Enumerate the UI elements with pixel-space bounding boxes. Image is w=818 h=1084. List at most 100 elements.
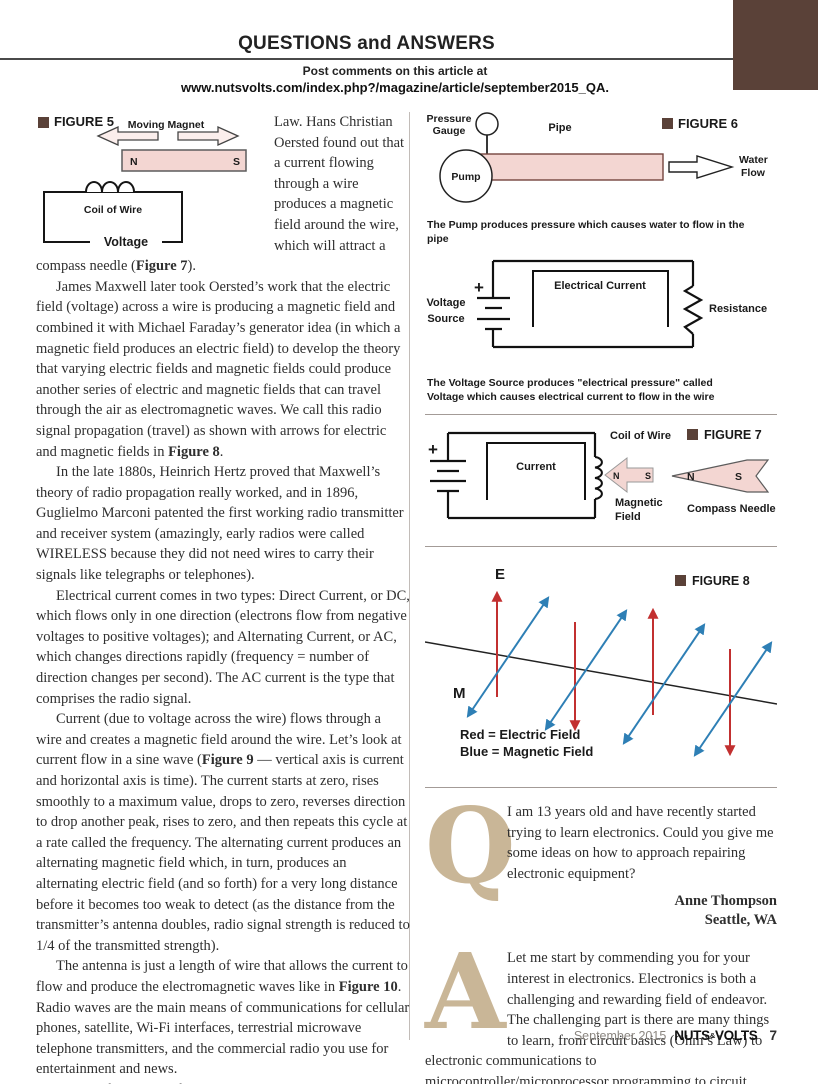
figure-6: FIGURE 6 Pressure Gauge Pipe Pump Water … — [425, 110, 777, 246]
e-axis-label: E — [495, 566, 505, 583]
question-location: Seattle, WA — [704, 912, 777, 929]
header-rule — [0, 58, 733, 60]
circuit-wires — [430, 431, 597, 520]
water-label: Water — [739, 154, 768, 166]
needle-s-label: S — [735, 471, 742, 483]
pump-label: Pump — [451, 171, 480, 183]
compass-needle-shape — [671, 459, 770, 493]
gauge-label: Gauge — [433, 125, 466, 137]
pipe-label: Pipe — [548, 122, 571, 134]
issue-date: September 2015 — [573, 1029, 667, 1043]
separator-rule — [425, 414, 777, 415]
figure-6-label: FIGURE 6 — [662, 116, 738, 131]
magnet-s-label: S — [233, 156, 240, 168]
compass-needle-label: Compass Needle — [687, 503, 776, 515]
nuts-volts-logo: NUTS&VOLTS — [674, 1028, 758, 1043]
pressure-gauge-circle — [475, 112, 499, 136]
arrow-s-label: S — [645, 471, 651, 481]
propagation-axis — [424, 641, 778, 705]
voltage-label-mask — [90, 234, 162, 249]
figure-5: FIGURE 5 Moving Magnet N S Coil of Wire … — [36, 112, 268, 252]
field-label: Field — [615, 511, 641, 523]
question-text: I am 13 years old and have recently star… — [507, 804, 774, 882]
pump-circle — [439, 149, 493, 203]
needle-n-label: N — [687, 471, 695, 483]
answer-drop-cap: A — [425, 930, 506, 1054]
water-flow-arrow-icon — [668, 155, 735, 179]
legend-blue: Blue = Magnetic Field — [460, 744, 593, 759]
post-comments-line: Post comments on this article at — [302, 64, 488, 78]
left-column: FIGURE 5 Moving Magnet N S Coil of Wire … — [36, 112, 410, 1084]
resistor-zigzag — [682, 285, 704, 335]
body-paragraph: In the late 1880s, Heinrich Hertz proved… — [36, 464, 404, 584]
right-arrow-icon — [177, 125, 240, 147]
figure-5-label: FIGURE 5 — [38, 112, 114, 133]
magnet-bar — [121, 149, 247, 172]
question-author: Anne Thompson — [674, 893, 777, 910]
figure-6-diagram: Pressure Gauge Pipe Pump Water Flow — [427, 112, 768, 203]
figure-7-diagram: + Current Coil of Wire FIGURE 7 N S Magn… — [428, 428, 776, 523]
magnetic-label: Magnetic — [615, 497, 663, 509]
body-paragraph: I have left out a lot of details regardi… — [36, 1080, 410, 1084]
figure-7-label-text: FIGURE 7 — [704, 428, 762, 442]
answer-text: Let me start by commending you for your … — [425, 950, 770, 1084]
body-paragraph: Electrical current comes in two types: D… — [36, 587, 410, 707]
arrow-n-label: N — [613, 471, 620, 481]
figure-square-icon — [38, 116, 49, 128]
pipe-rect — [462, 153, 664, 181]
m-axis-label: M — [453, 685, 466, 702]
moving-magnet-label: Moving Magnet — [128, 119, 205, 131]
figure-5-label-text: FIGURE 5 — [54, 114, 114, 129]
corner-brown-block — [733, 0, 818, 90]
voltage-label: Voltage — [104, 235, 148, 249]
figure-5-diagram: Moving Magnet N S Coil of Wire Voltage — [43, 119, 247, 249]
current-loop — [486, 442, 586, 500]
voltage-label: Voltage — [427, 297, 466, 309]
voltage-circuit-diagram: + Voltage Source Electrical Current Resi… — [427, 259, 767, 349]
circuit-caption: The Voltage Source produces "electrical … — [427, 377, 715, 403]
separator-rule — [425, 546, 777, 547]
coil-bumps — [85, 181, 135, 193]
resistance-label: Resistance — [709, 303, 767, 315]
body-paragraph: Law. Hans Christian Oersted found out th… — [36, 114, 405, 275]
right-column: FIGURE 6 Pressure Gauge Pipe Pump Water … — [424, 110, 778, 1084]
coil-of-wire-label: Coil of Wire — [610, 430, 671, 442]
flow-label: Flow — [741, 167, 766, 179]
left-arrow-icon — [96, 125, 159, 147]
question-block: Q I am 13 years old and have recently st… — [425, 784, 777, 930]
logo-ampersand: & — [709, 1031, 715, 1040]
figure-8-diagram: E FIGURE 8 M Red = Electric Field Blue =… — [424, 566, 778, 759]
body-paragraph: Current (due to voltage across the wire)… — [36, 711, 410, 954]
battery-plus-sign: + — [428, 440, 438, 459]
figure-square-icon — [687, 429, 698, 440]
figure-square-icon — [662, 118, 673, 129]
electrical-current-label: Electrical Current — [554, 280, 646, 292]
page-number: 7 — [769, 1028, 777, 1043]
question-drop-cap: Q — [425, 784, 516, 907]
coil-bumps — [594, 456, 603, 500]
pressure-label: Pressure — [427, 113, 472, 125]
body-paragraph: James Maxwell later took Oersted’s work … — [36, 278, 401, 460]
magnet-n-label: N — [130, 156, 138, 168]
coil-of-wire-label: Coil of Wire — [84, 204, 142, 216]
question-attribution: Anne Thompson Seattle, WA — [425, 892, 777, 930]
article-url: www.nutsvolts.com/index.php?/magazine/ar… — [181, 80, 609, 95]
figure-8-label-text: FIGURE 8 — [692, 574, 750, 588]
battery-plus-sign: + — [474, 278, 484, 297]
figure-6-label-text: FIGURE 6 — [678, 116, 738, 131]
magnetic-field-arrows — [466, 596, 773, 757]
body-paragraph: The antenna is just a length of wire tha… — [36, 958, 410, 1078]
figure-6-caption: The Pump produces pressure which causes … — [427, 219, 745, 245]
source-label: Source — [427, 313, 464, 325]
page-footer: September 2015 NUTS&VOLTS 7 — [425, 1027, 777, 1045]
circuit-wires — [477, 259, 695, 349]
legend-red: Red = Electric Field — [460, 727, 580, 742]
page-title: QUESTIONS and ANSWERS — [238, 33, 495, 54]
column-divider — [409, 112, 410, 1040]
answer-block: A Let me start by commending you for you… — [425, 930, 777, 1084]
figure-square-icon — [675, 575, 686, 586]
separator-rule — [425, 787, 777, 788]
magnetic-field-arrow-icon — [604, 456, 654, 494]
current-loop — [532, 270, 669, 327]
